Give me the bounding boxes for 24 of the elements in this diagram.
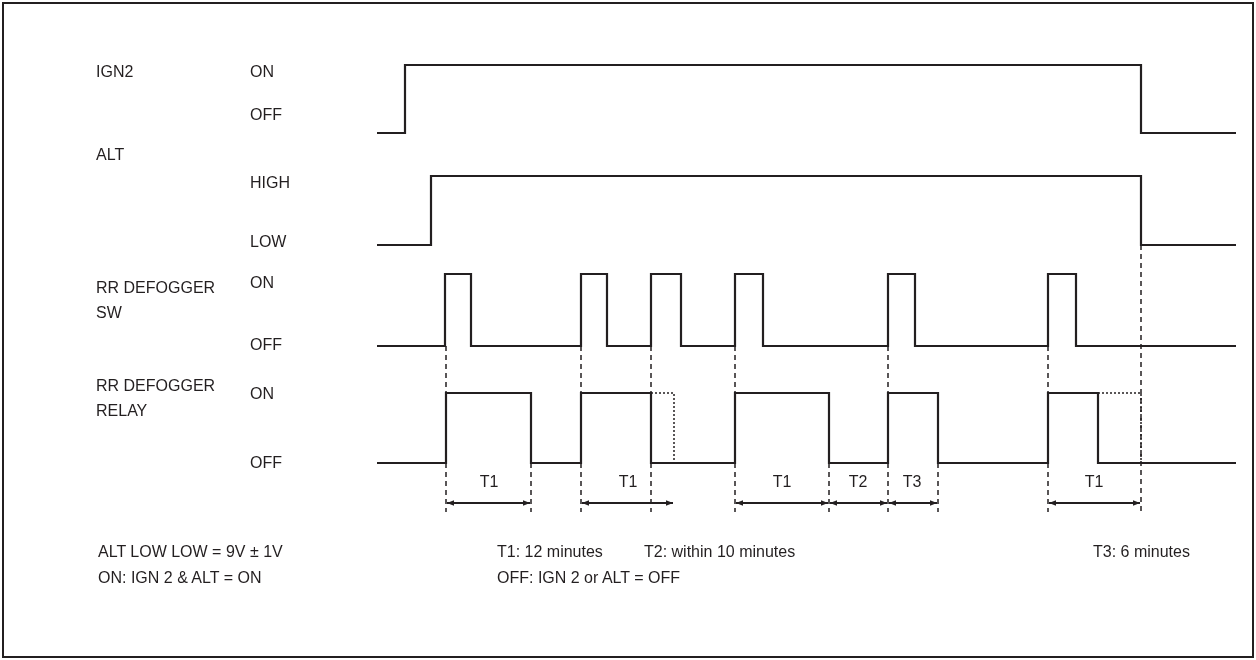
interval-label: T3: [902, 472, 922, 492]
signal-label: LOW: [250, 232, 287, 252]
note-text: OFF: IGN 2 or ALT = OFF: [497, 568, 680, 588]
signal-label: OFF: [250, 105, 282, 125]
signal-label: ALT: [96, 145, 125, 165]
interval-label: T1: [1084, 472, 1104, 492]
note-text: ALT LOW LOW = 9V ± 1V: [98, 542, 283, 562]
note-text: T3: 6 minutes: [1093, 542, 1190, 562]
note-text: T2: within 10 minutes: [644, 542, 796, 562]
signal-label: RR DEFOGGER SW: [96, 278, 216, 323]
interval-label: T1: [772, 472, 792, 492]
signal-label: ON: [250, 62, 274, 82]
signal-label: OFF: [250, 453, 282, 473]
note-text: ON: IGN 2 & ALT = ON: [98, 568, 262, 588]
interval-label: T2: [848, 472, 868, 492]
interval-label: T1: [479, 472, 499, 492]
signal-label: OFF: [250, 335, 282, 355]
signal-label: IGN2: [96, 62, 134, 82]
note-text: T1: 12 minutes: [497, 542, 603, 562]
interval-label: T1: [618, 472, 638, 492]
signal-label: ON: [250, 384, 274, 404]
signal-label: ON: [250, 273, 274, 293]
signal-label: RR DEFOGGER RELAY: [96, 376, 216, 421]
signal-label: HIGH: [250, 173, 290, 193]
